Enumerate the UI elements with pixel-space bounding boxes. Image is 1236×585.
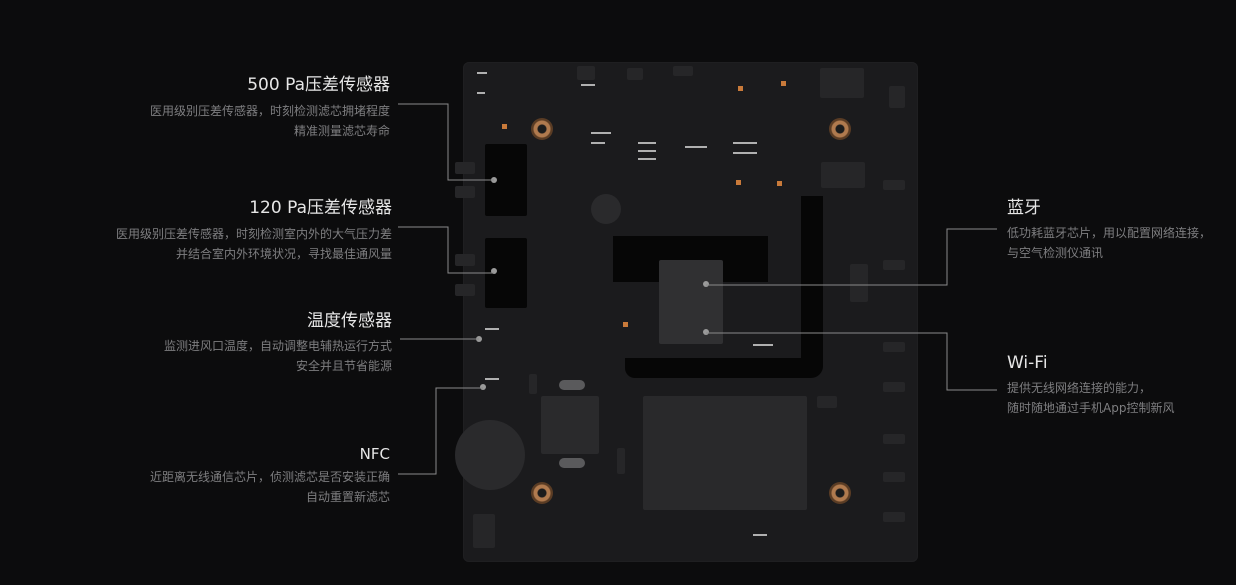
sensor-port [455,254,475,266]
sensor-port [455,186,475,198]
marker-dot [480,384,486,390]
component [591,132,611,134]
component [889,86,905,108]
crystal [559,458,585,468]
mounting-hole [829,482,851,504]
component [581,84,595,86]
circuit-board [455,62,918,562]
leader-line-500 [398,103,494,181]
component [485,378,499,380]
connector [883,342,905,352]
component [541,396,599,454]
component [627,68,643,80]
connector [883,180,905,190]
main-chip [659,260,723,344]
label-desc-line2: 自动重置新滤芯 [305,490,390,504]
label-500pa: 500 Pa压差传感器 医用级别压差传感器，时刻检测滤芯拥堵程度 精准测量滤芯寿… [150,70,390,141]
label-title: 蓝牙 [1007,198,1041,218]
label-desc-line2: 并结合室内外环境状况，寻找最佳通风量 [175,247,392,261]
label-title: 120 Pa压差传感器 [249,198,392,218]
label-desc-line1: 监测进风口温度，自动调整电辅热运行方式 [163,339,392,353]
component [591,142,605,144]
component [738,86,743,91]
component [820,68,864,98]
leader-line-wifi [706,332,997,391]
label-desc-line2: 精准测量滤芯寿命 [293,124,390,138]
component [485,328,499,330]
connector [883,472,905,482]
label-desc-line2: 安全并且节省能源 [295,359,392,373]
label-title: Wi-Fi [1007,353,1048,373]
connector [883,382,905,392]
sensor-port [455,162,475,174]
component [821,162,865,188]
sensor-port [455,284,475,296]
component [477,92,485,94]
marker-dot [491,268,497,274]
marker-dot [703,329,709,335]
component [777,181,782,186]
connector [883,260,905,270]
label-120pa: 120 Pa压差传感器 医用级别压差传感器，时刻检测室内外的大气压力差 并结合室… [116,193,392,264]
label-desc-line1: 医用级别压差传感器，时刻检测室内外的大气压力差 [115,227,392,241]
label-wifi: Wi-Fi 提供无线网络连接的能力， 随时随地通过手机App控制新风 [1007,353,1174,418]
label-temperature: 温度传感器 监测进风口温度，自动调整电辅热运行方式 安全并且节省能源 [164,306,392,376]
component [473,514,495,548]
mounting-hole [531,482,553,504]
component [502,124,507,129]
crystal [559,380,585,390]
component [850,264,868,302]
component [577,66,595,80]
label-bluetooth: 蓝牙 低功耗蓝牙芯片，用以配置网络连接， 与空气检测仪通讯 [1007,193,1211,263]
connector [883,512,905,522]
component [736,180,741,185]
component [685,146,707,148]
label-nfc: NFC 近距离无线通信芯片，侦测滤芯是否安装正确 自动重置新滤芯 [150,445,390,507]
label-desc-line1: 近距离无线通信芯片，侦测滤芯是否安装正确 [149,470,390,484]
marker-dot [703,281,709,287]
component [617,448,625,474]
leader-line-nfc [398,387,483,475]
component [638,142,656,144]
component [733,152,757,154]
component [638,150,656,152]
leader-line-bluetooth [706,228,997,286]
wifi-antenna-slot [625,358,823,378]
component [591,194,621,224]
label-desc-line1: 低功耗蓝牙芯片，用以配置网络连接， [1007,226,1212,240]
wifi-antenna-slot [801,196,823,376]
component [733,142,757,144]
label-title: 500 Pa压差传感器 [247,75,390,95]
component [753,534,767,536]
mounting-hole [531,118,553,140]
connector [883,434,905,444]
component [638,158,656,160]
component [623,322,628,327]
component [817,396,837,408]
component [529,374,537,394]
label-desc-line2: 随时随地通过手机App控制新风 [1007,401,1175,415]
nfc-coil [455,420,525,490]
component [781,81,786,86]
label-desc-line1: 提供无线网络连接的能力， [1007,381,1152,395]
leader-line-120 [398,226,494,274]
component [673,66,693,76]
component [753,344,773,346]
label-title: 温度传感器 [307,311,392,331]
large-module [643,396,807,510]
label-desc-line2: 与空气检测仪通讯 [1007,246,1104,260]
component [477,72,487,74]
label-title: NFC [359,445,390,463]
mounting-hole [829,118,851,140]
label-desc-line1: 医用级别压差传感器，时刻检测滤芯拥堵程度 [149,104,390,118]
